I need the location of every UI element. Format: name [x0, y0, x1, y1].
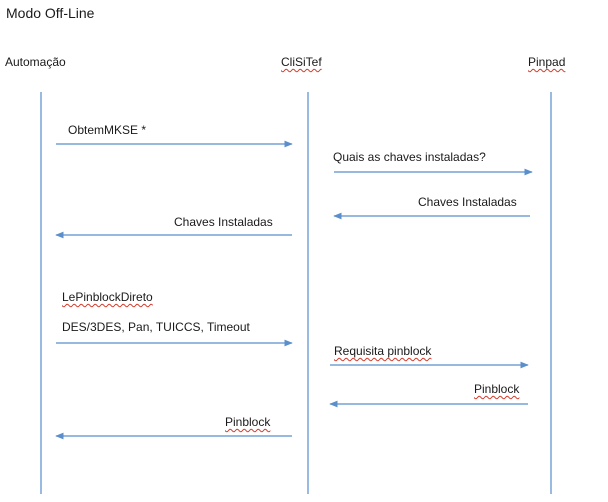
- msg-lepinblock-direto: LePinblockDireto: [62, 290, 153, 304]
- msg-lepinblock-params: DES/3DES, Pan, TUICCS, Timeout: [62, 320, 250, 334]
- msg-requisita-pinblock: Requisita pinblock: [334, 344, 432, 358]
- msg-quais-chaves: Quais as chaves instaladas?: [333, 150, 486, 164]
- msg-chaves-instaladas-pinpad: Chaves Instaladas: [418, 195, 517, 209]
- diagram-title: Modo Off-Line: [6, 5, 95, 21]
- actor-automacao: Automação: [5, 55, 66, 69]
- msg-chaves-instaladas-clisitef: Chaves Instaladas: [174, 215, 273, 229]
- msg-pinblock-pinpad: Pinblock: [474, 382, 520, 396]
- msg-obtem-mkse: ObtemMKSE *: [68, 123, 147, 137]
- actor-clisitef: CliSiTef: [281, 55, 322, 69]
- msg-pinblock-clisitef: Pinblock: [225, 415, 271, 429]
- actor-pinpad: Pinpad: [528, 55, 566, 69]
